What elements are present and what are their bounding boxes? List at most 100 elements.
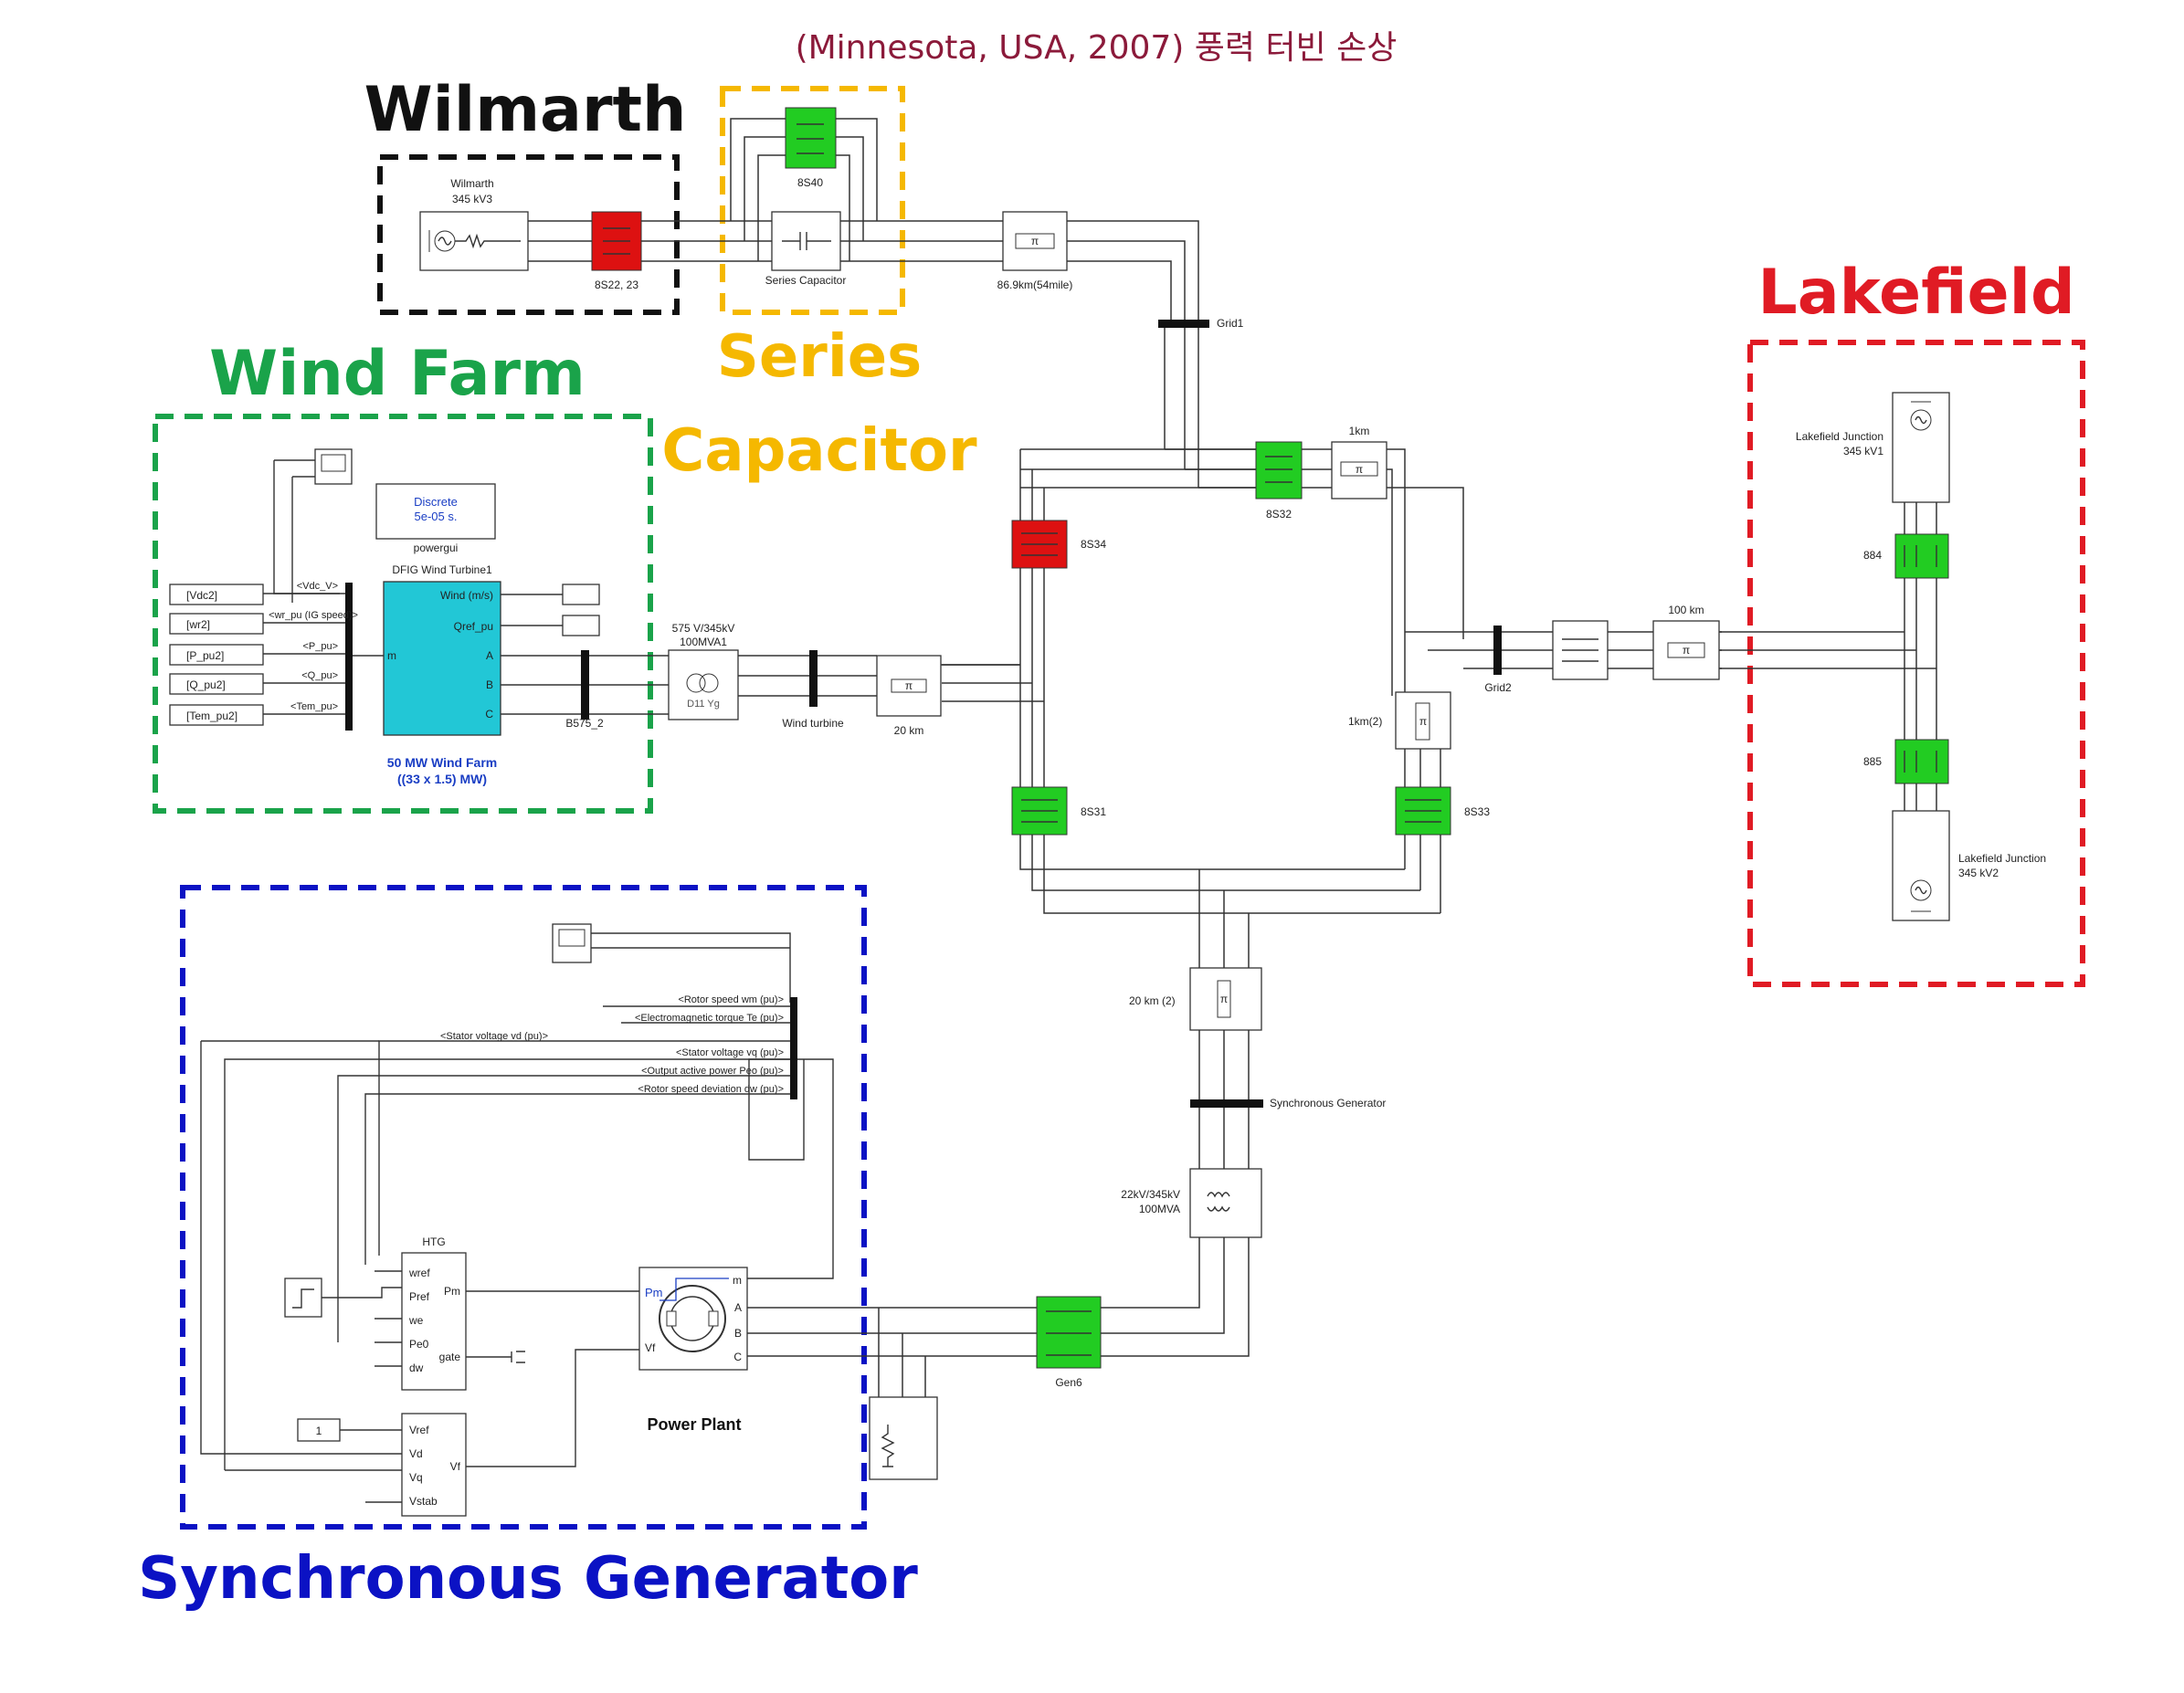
breaker-885-label: 885: [1863, 755, 1882, 768]
bus-sync-gen-label: Synchronous Generator: [1270, 1097, 1386, 1109]
series-capacitor-block-label: Series Capacitor: [765, 274, 847, 287]
machine-port-a: A: [734, 1301, 742, 1314]
exc-in-vq: Vq: [409, 1471, 423, 1484]
sync-gen-signal-labels: <Rotor speed wm (pu)> <Electromagnetic t…: [440, 994, 784, 1095]
goto-tag-vdc2-label: [Vdc2]: [186, 589, 217, 602]
svg-text:π: π: [1683, 644, 1690, 657]
goto-tag-vdc2[interactable]: [169, 584, 264, 605]
breaker-8S40-label: 8S40: [797, 176, 823, 189]
line-20km-label: 20 km: [894, 724, 924, 737]
power-plant-label: Power Plant: [647, 1415, 741, 1434]
svg-text:π: π: [1220, 993, 1228, 1005]
powergui-block[interactable]: [375, 483, 496, 540]
dfig-wind-turbine-block[interactable]: [383, 581, 501, 736]
goto-tag-wr2[interactable]: [169, 613, 264, 635]
svg-text:π: π: [905, 679, 913, 692]
dfig-in-qref: Qref_pu: [454, 620, 493, 633]
wind-transformer-line-1: 575 V/345kV: [672, 622, 735, 635]
line-1km2-label: 1km(2): [1348, 715, 1382, 728]
wind-signal-3: <Q_pu>: [301, 670, 338, 681]
lakefield-label: Lakefield: [1757, 257, 2074, 329]
bus-sync-gen: [1190, 1099, 1263, 1108]
series-capacitor-label-1: Series: [717, 323, 923, 391]
line-1km2-block[interactable]: π: [1395, 691, 1451, 750]
wind-transformer-inner: D11 Yg: [687, 699, 720, 710]
gen-transformer-block[interactable]: [1189, 1168, 1262, 1238]
goto-tag-p2[interactable]: [169, 644, 264, 666]
wind-input-blocks[interactable]: [562, 584, 600, 636]
breaker-unnamed-block[interactable]: [1552, 620, 1609, 680]
lakefield-source-1-label-b: 345 kV1: [1843, 445, 1883, 457]
htg-block[interactable]: [401, 1252, 467, 1391]
line-86km-block[interactable]: π: [1002, 211, 1068, 271]
breaker-8S31-label: 8S31: [1081, 805, 1106, 818]
svg-text:π: π: [1356, 463, 1363, 476]
dfig-caption-2: ((33 x 1.5) MW): [397, 772, 487, 786]
svg-text:π: π: [1419, 715, 1427, 728]
lakefield-source-2-label-b: 345 kV2: [1958, 867, 1999, 879]
wilmarth-source-name: Wilmarth: [450, 177, 493, 190]
exc-in-vref: Vref: [409, 1424, 429, 1436]
goto-tag-tem2-label: [Tem_pu2]: [186, 710, 237, 722]
wilmarth-source-voltage: 345 kV3: [452, 193, 492, 205]
line-100km-block[interactable]: π: [1652, 620, 1720, 680]
wind-farm-scope[interactable]: [314, 448, 353, 485]
breaker-8S32-label: 8S32: [1266, 508, 1292, 521]
htg-in-dw: dw: [409, 1362, 424, 1374]
powergui-line-1: Discrete: [414, 495, 458, 509]
lakefield-region: [1747, 340, 2085, 987]
breaker-885[interactable]: [1894, 739, 1949, 784]
line-1km-block[interactable]: π: [1331, 441, 1387, 499]
line-20km2-block[interactable]: π: [1189, 967, 1262, 1031]
step-block[interactable]: [284, 1278, 322, 1318]
generator-load-block[interactable]: [869, 1396, 938, 1480]
wind-farm-label: Wind Farm: [209, 338, 586, 410]
goto-tag-tem2[interactable]: [169, 704, 264, 726]
bus-b575-label: B575_2: [565, 717, 604, 730]
sync-gen-scope[interactable]: [552, 923, 592, 963]
synchronous-machine-block[interactable]: [638, 1267, 748, 1371]
wind-demux-bar: [345, 583, 353, 731]
lakefield-source-2[interactable]: [1892, 810, 1950, 921]
sync-signal-2: <Stator voltage vd (pu)>: [440, 1031, 548, 1042]
machine-out-m: m: [733, 1274, 742, 1287]
lakefield-source-2-label-a: Lakefield Junction: [1958, 852, 2046, 865]
line-20km-block[interactable]: π: [876, 655, 942, 717]
breaker-gen6-label: Gen6: [1055, 1376, 1082, 1389]
exc-in-vstab: Vstab: [409, 1495, 438, 1508]
bus-grid2-label: Grid2: [1484, 681, 1512, 694]
htg-out-gate: gate: [439, 1351, 461, 1363]
wilmarth-source[interactable]: [419, 211, 529, 271]
breaker-8S32[interactable]: [1255, 441, 1303, 499]
sync-gen-demux-bar: [790, 997, 797, 1099]
breaker-8S22[interactable]: [591, 211, 642, 271]
sync-signal-1: <Electromagnetic torque Te (pu)>: [635, 1013, 784, 1024]
breaker-8S31[interactable]: [1011, 786, 1068, 836]
excitation-block[interactable]: [401, 1413, 467, 1517]
lakefield-source-1-label-a: Lakefield Junction: [1796, 430, 1883, 443]
wind-farm-region: [153, 414, 653, 814]
exc-in-vd: Vd: [409, 1447, 423, 1460]
machine-port-c: C: [733, 1351, 742, 1363]
machine-port-b: B: [734, 1327, 742, 1340]
breaker-884-label: 884: [1863, 549, 1882, 562]
lakefield-source-1[interactable]: [1892, 392, 1950, 503]
htg-in-wref: wref: [408, 1267, 430, 1279]
breaker-884[interactable]: [1894, 533, 1949, 579]
breaker-8S40[interactable]: [785, 107, 837, 169]
dfig-port-a: A: [486, 649, 493, 662]
series-capacitor-block[interactable]: [771, 211, 841, 271]
breaker-8S34[interactable]: [1011, 520, 1068, 569]
bus-wind-turbine: [809, 650, 818, 707]
goto-tag-q2[interactable]: [169, 673, 264, 695]
synchronous-generator-region: [180, 885, 867, 1530]
const-block[interactable]: [297, 1418, 341, 1442]
breaker-gen6[interactable]: [1036, 1296, 1102, 1369]
breaker-8S33[interactable]: [1395, 786, 1451, 836]
sync-signal-4: <Output active power Peo (pu)>: [641, 1066, 784, 1077]
goto-tag-q2-label: [Q_pu2]: [186, 678, 226, 691]
wind-signal-labels: <Vdc_V> <wr_pu (IG speed)> <P_pu> <Q_pu>…: [269, 581, 358, 712]
wind-transformer-line-2: 100MVA1: [680, 636, 727, 648]
wind-transformer-block[interactable]: [668, 649, 739, 720]
